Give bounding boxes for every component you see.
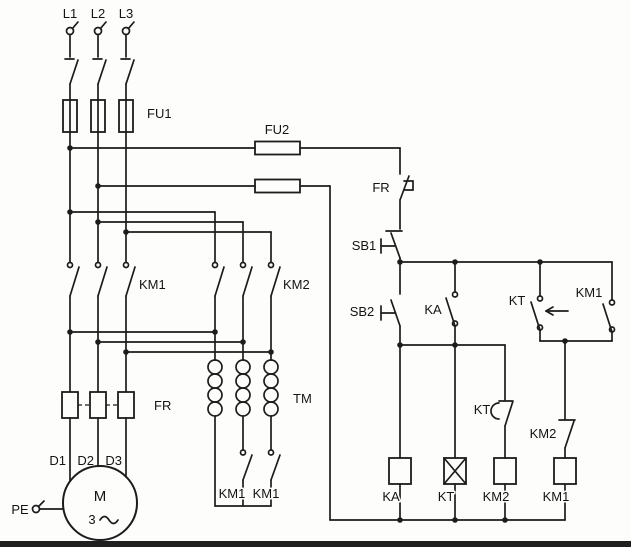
label-coil-ka: KA (382, 489, 400, 504)
screenshot-bottom-edge (0, 541, 631, 547)
sb1-stop-button-symbol: SB1 (350, 230, 403, 263)
label-phase-l2: L2 (91, 6, 105, 21)
label-coil-km1: KM1 (543, 489, 570, 504)
km2-coil-icon (493, 457, 517, 485)
label-motor-m: M (94, 488, 107, 505)
kt-coil-branch: KT (436, 344, 467, 521)
label-kt-no: KT (509, 293, 526, 308)
label-phase-l3: L3 (119, 6, 133, 21)
label-km2-main: KM2 (283, 277, 310, 292)
km2-main-contacts: KM2 (69, 211, 311, 361)
delay-arrow-icon (545, 306, 569, 316)
label-sb2: SB2 (350, 304, 375, 319)
label-d1: D1 (49, 453, 66, 468)
main-fuses-fu1: FU1 (62, 99, 173, 133)
label-sb1: SB1 (352, 238, 377, 253)
main-bus-wires (69, 131, 127, 263)
fr-heater-icon (117, 391, 135, 419)
label-d3: D3 (105, 453, 122, 468)
km1-aux-contact: KM1 (574, 261, 616, 342)
ac-wave-icon (99, 515, 119, 525)
tm-winding-icon (207, 359, 279, 417)
label-kt-nc: KT (474, 402, 491, 417)
label-motor-3: 3 (88, 512, 95, 527)
label-tm: TM (293, 391, 312, 406)
fr-heater-icon (61, 391, 79, 419)
label-fu1: FU1 (147, 106, 172, 121)
label-pe: PE (11, 502, 29, 517)
label-km1-main: KM1 (139, 277, 166, 292)
fr-control-contact: FR (371, 147, 414, 230)
label-star-km1-left: KM1 (219, 486, 246, 501)
km1-main-contacts: KM1 (66, 261, 167, 393)
control-fuses-fu2: FU2 (69, 121, 401, 521)
control-circuit: FR SB1 SB2 KA (329, 147, 616, 521)
kt-nc-delayed-branch: KT KM2 (472, 344, 517, 521)
time-delay-cup-icon (490, 402, 500, 420)
junction-dots (67, 145, 568, 523)
supply-section: L1 L2 L3 (61, 5, 135, 58)
label-d2: D2 (77, 453, 94, 468)
fr-heater-icon (89, 391, 107, 419)
ka-coil-icon (388, 457, 412, 485)
label-fr-control: FR (372, 180, 389, 195)
pe-terminal-icon (31, 500, 45, 514)
motor: D1 D2 D3 M 3 PE (10, 452, 138, 541)
label-star-km1-right: KM1 (253, 486, 280, 501)
fuse-fu2-body (254, 178, 301, 194)
kt-no-delayed-contact: KT (507, 261, 569, 342)
label-ka-contact: KA (424, 302, 442, 317)
sb2-start-button-symbol: SB2 (348, 261, 401, 346)
ka-contact-symbol: KA (423, 261, 459, 346)
autotransformer-tm: TM KM1 KM1 (207, 359, 313, 507)
label-km1-aux: KM1 (576, 285, 603, 300)
label-km2-nc: KM2 (530, 426, 557, 441)
thermal-contact-hook-icon (403, 180, 414, 191)
label-fr-main: FR (154, 398, 171, 413)
ka-coil-branch: KA (381, 344, 412, 521)
transformer-tap-wires (69, 331, 272, 353)
label-coil-kt: KT (438, 489, 455, 504)
label-coil-km2: KM2 (483, 489, 510, 504)
disconnect-switch (64, 58, 135, 101)
star-point-km1-contacts: KM1 KM1 (214, 449, 281, 507)
fuse-fu2-body (254, 140, 301, 156)
label-fu2: FU2 (265, 122, 290, 137)
supply-terminal-icons (65, 21, 135, 36)
km2-nc-interlock-branch: KM2 KM1 (528, 340, 577, 521)
thermal-relay-fr-main: FR (61, 391, 173, 482)
motor-body-icon (62, 465, 138, 541)
km1-coil-icon (553, 457, 577, 485)
label-phase-l1: L1 (63, 6, 77, 21)
